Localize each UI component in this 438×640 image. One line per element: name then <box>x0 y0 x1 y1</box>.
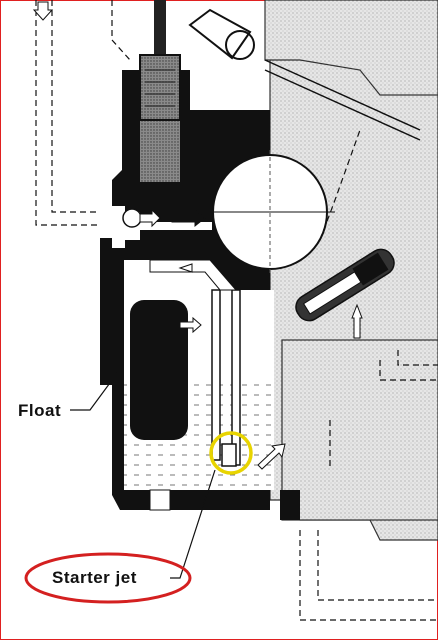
needle-rod <box>154 0 166 70</box>
air-inlet-plug <box>122 208 142 228</box>
starter-jet-part <box>221 443 237 467</box>
starter-jet-highlight <box>209 431 253 475</box>
float-chamber-right <box>281 339 438 521</box>
float-leader-line <box>70 371 119 411</box>
spring-housing <box>139 54 181 121</box>
starter-jet-label-highlight <box>24 552 192 604</box>
flow-dashed-lines <box>35 0 438 621</box>
needle-chamber <box>140 120 180 182</box>
starter-jet-label: Starter jet <box>52 568 137 587</box>
pilot-screw <box>295 248 395 322</box>
drain-fitting <box>280 490 300 520</box>
top-cover <box>264 0 438 96</box>
float-label: Float <box>18 401 62 420</box>
float-body <box>130 300 188 440</box>
starter-jet-leader-line <box>170 469 216 579</box>
